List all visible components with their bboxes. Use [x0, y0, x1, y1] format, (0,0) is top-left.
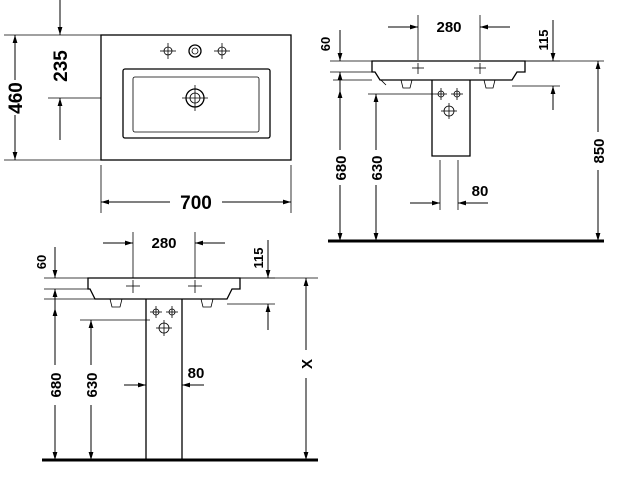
tap-depth-label: 115: [536, 30, 551, 51]
tap-marker-left-icon: [412, 63, 424, 74]
rim-height-label: 60: [318, 37, 333, 51]
tap-hole-center-icon: [188, 44, 202, 58]
tap-depth-label: 115: [251, 248, 266, 269]
tap-hole-left-icon: [160, 43, 176, 59]
variable-height-label: X: [299, 359, 316, 369]
pipe-cross-icon: [435, 88, 463, 119]
pedestal-side: [431, 80, 471, 157]
pedestal-width-label: 80: [188, 365, 205, 382]
overall-height-label: 850: [591, 138, 608, 163]
width-label: 700: [180, 193, 212, 214]
waste-height-label: 630: [84, 372, 101, 397]
tap-marker-left-icon: [126, 280, 140, 293]
front-view: 280 60 115 680 630 X 80: [34, 232, 318, 462]
bowl-outer: [122, 68, 271, 139]
top-view: 460 235 700: [4, 0, 292, 214]
tap-marker-right-icon: [188, 280, 202, 293]
tap-offset-label: 235: [51, 50, 72, 82]
tap-hole-right-icon: [214, 43, 230, 59]
basin-outline-top: [100, 34, 292, 161]
top-height-label: 680: [48, 372, 65, 397]
pipe-cross-icon: [150, 306, 178, 336]
basin-side: [371, 60, 526, 81]
basin-front: [87, 277, 241, 300]
pedestal-width-label: 80: [472, 183, 489, 200]
side-view: 280 60 115 680 630 850 80: [318, 15, 608, 243]
top-height-label: 680: [333, 155, 350, 180]
tap-spacing-label: 280: [151, 235, 176, 252]
rim-height-label: 60: [34, 255, 49, 269]
tap-marker-right-icon: [474, 63, 486, 74]
depth-label: 460: [6, 82, 27, 114]
tap-spacing-label: 280: [436, 19, 461, 36]
drain-icon: [182, 85, 208, 111]
bowl-inner: [132, 76, 260, 133]
waste-height-label: 630: [369, 155, 386, 180]
